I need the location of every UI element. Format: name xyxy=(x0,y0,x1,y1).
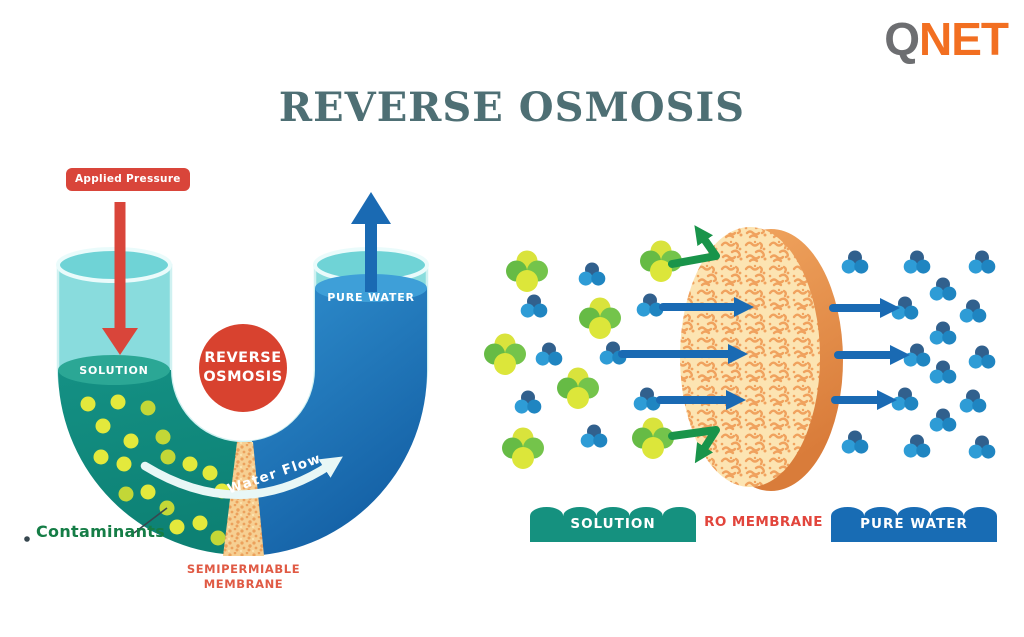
pure-water-up-arrow xyxy=(351,192,391,292)
reverse-osmosis-circle-line2: OSMOSIS xyxy=(203,369,283,385)
green-reject-arrows xyxy=(668,225,720,464)
semipermeable-membrane-label-line1: SEMIPERMIABLE xyxy=(186,562,301,576)
semipermeable-membrane-label-line2: MEMBRANE xyxy=(203,577,284,591)
solution-molecules xyxy=(484,240,682,469)
qnet-logo: QNET xyxy=(884,12,1009,66)
applied-pressure-arrow xyxy=(102,202,138,355)
solution-liquid xyxy=(58,370,238,554)
left-tube-opening xyxy=(56,247,172,283)
membrane-disc xyxy=(680,227,843,491)
solution-label-left: SOLUTION xyxy=(79,364,149,377)
ro-membrane-label: RO MEMBRANE xyxy=(704,514,823,530)
qnet-logo-q: Q xyxy=(884,13,920,65)
membrane-molecular-diagram xyxy=(484,225,998,542)
solution-banner-label: SOLUTION xyxy=(570,516,656,532)
membrane-wedge xyxy=(223,442,264,556)
contaminants-label: Contaminants xyxy=(36,522,166,541)
qnet-logo-net: NET xyxy=(919,13,1009,65)
water-flow-arrow xyxy=(140,456,343,499)
u-tube-diagram xyxy=(24,192,429,556)
pure-water-liquid xyxy=(252,288,428,555)
solution-surface xyxy=(58,355,170,385)
applied-pressure-label: Applied Pressure xyxy=(66,168,190,191)
pure-water-banner-label: PURE WATER xyxy=(860,516,968,532)
contaminant-dots xyxy=(80,394,230,546)
reverse-osmosis-circle-line1: REVERSE xyxy=(204,350,282,366)
pure-water-label-left: PURE WATER xyxy=(327,291,415,304)
pure-water-banner xyxy=(831,506,998,542)
reverse-osmosis-circle: REVERSE OSMOSIS xyxy=(199,324,287,412)
solution-banner xyxy=(530,506,697,542)
blue-permeate-arrows xyxy=(618,297,910,410)
semipermeable-membrane-label: SEMIPERMIABLE MEMBRANE xyxy=(166,562,321,592)
pure-water-molecules xyxy=(841,250,996,459)
contaminants-leader-line xyxy=(24,507,168,542)
page-title: REVERSE OSMOSIS xyxy=(278,84,746,131)
